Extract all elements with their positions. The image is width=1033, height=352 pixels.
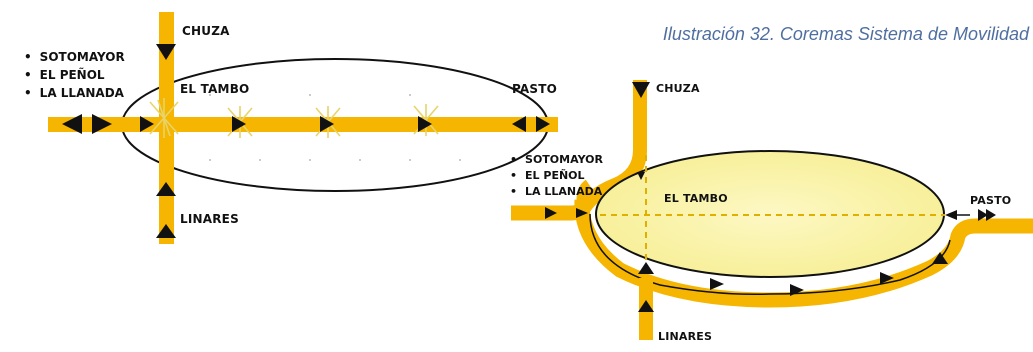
- diagram2-ring-edge: [589, 213, 951, 296]
- diagram1-west-list: SOTOMAYOR EL PEÑOL LA LLANADA: [24, 48, 125, 102]
- arrow-right-icon: [710, 278, 724, 290]
- arrow-right-icon: [320, 116, 334, 132]
- arrow-right-icon: [418, 116, 432, 132]
- diagram1-label-center: EL TAMBO: [180, 82, 250, 96]
- diagram2-label-north: CHUZA: [656, 82, 700, 95]
- diagram1-west-item: LA LLANADA: [24, 84, 125, 102]
- figure-caption: Ilustración 32. Coremas Sistema de Movil…: [662, 24, 1029, 44]
- diagram1-road-horizontal: [48, 117, 558, 132]
- diagram2-label-east: PASTO: [970, 194, 1012, 207]
- diagram2-label-south: LINARES: [658, 330, 713, 343]
- diagram1-label-north: CHUZA: [182, 24, 230, 38]
- arrow-right-icon: [576, 208, 588, 218]
- arrow-up-icon: [638, 300, 654, 312]
- diagram1-west-item: SOTOMAYOR: [24, 48, 125, 66]
- arrow-up-icon: [638, 262, 654, 274]
- diagram2-west-item: SOTOMAYOR: [510, 152, 603, 168]
- arrow-left-icon: [512, 116, 526, 132]
- arrow-right-icon: [232, 116, 246, 132]
- arrow-up-icon: [932, 252, 948, 264]
- arrow-right-icon: [536, 116, 550, 132]
- arrow-right-icon: [880, 272, 894, 284]
- diagram2-west-list: SOTOMAYOR EL PEÑOL LA LLANADA: [510, 152, 603, 200]
- arrow-down-icon: [632, 82, 650, 98]
- arrow-down-icon: [156, 44, 176, 60]
- diagram2-label-center: EL TAMBO: [664, 192, 728, 205]
- arrow-right-icon: [790, 284, 804, 296]
- diagram1-label-south: LINARES: [180, 212, 239, 226]
- diagram1-label-east: PASTO: [512, 82, 558, 96]
- arrow-left-icon: [62, 114, 82, 134]
- diagram1-grid-dots: [209, 94, 461, 161]
- diagram-1: [48, 12, 558, 244]
- diagram2-arrows: [545, 82, 996, 312]
- arrow-down-icon: [637, 172, 645, 180]
- arrow-right-icon: [140, 116, 154, 132]
- arrow-right-icon: [92, 114, 112, 134]
- arrow-right-icon: [545, 207, 557, 219]
- diagram-2: [511, 80, 1033, 340]
- diagram2-west-item: EL PEÑOL: [510, 168, 603, 184]
- arrow-right-icon: [986, 209, 996, 221]
- arrow-right-icon: [978, 209, 988, 221]
- diagram1-arrows: [62, 44, 550, 238]
- diagram2-west-item: LA LLANADA: [510, 184, 603, 200]
- diagram1-west-item: EL PEÑOL: [24, 66, 125, 84]
- arrow-up-icon: [156, 182, 176, 196]
- arrow-up-icon: [156, 224, 176, 238]
